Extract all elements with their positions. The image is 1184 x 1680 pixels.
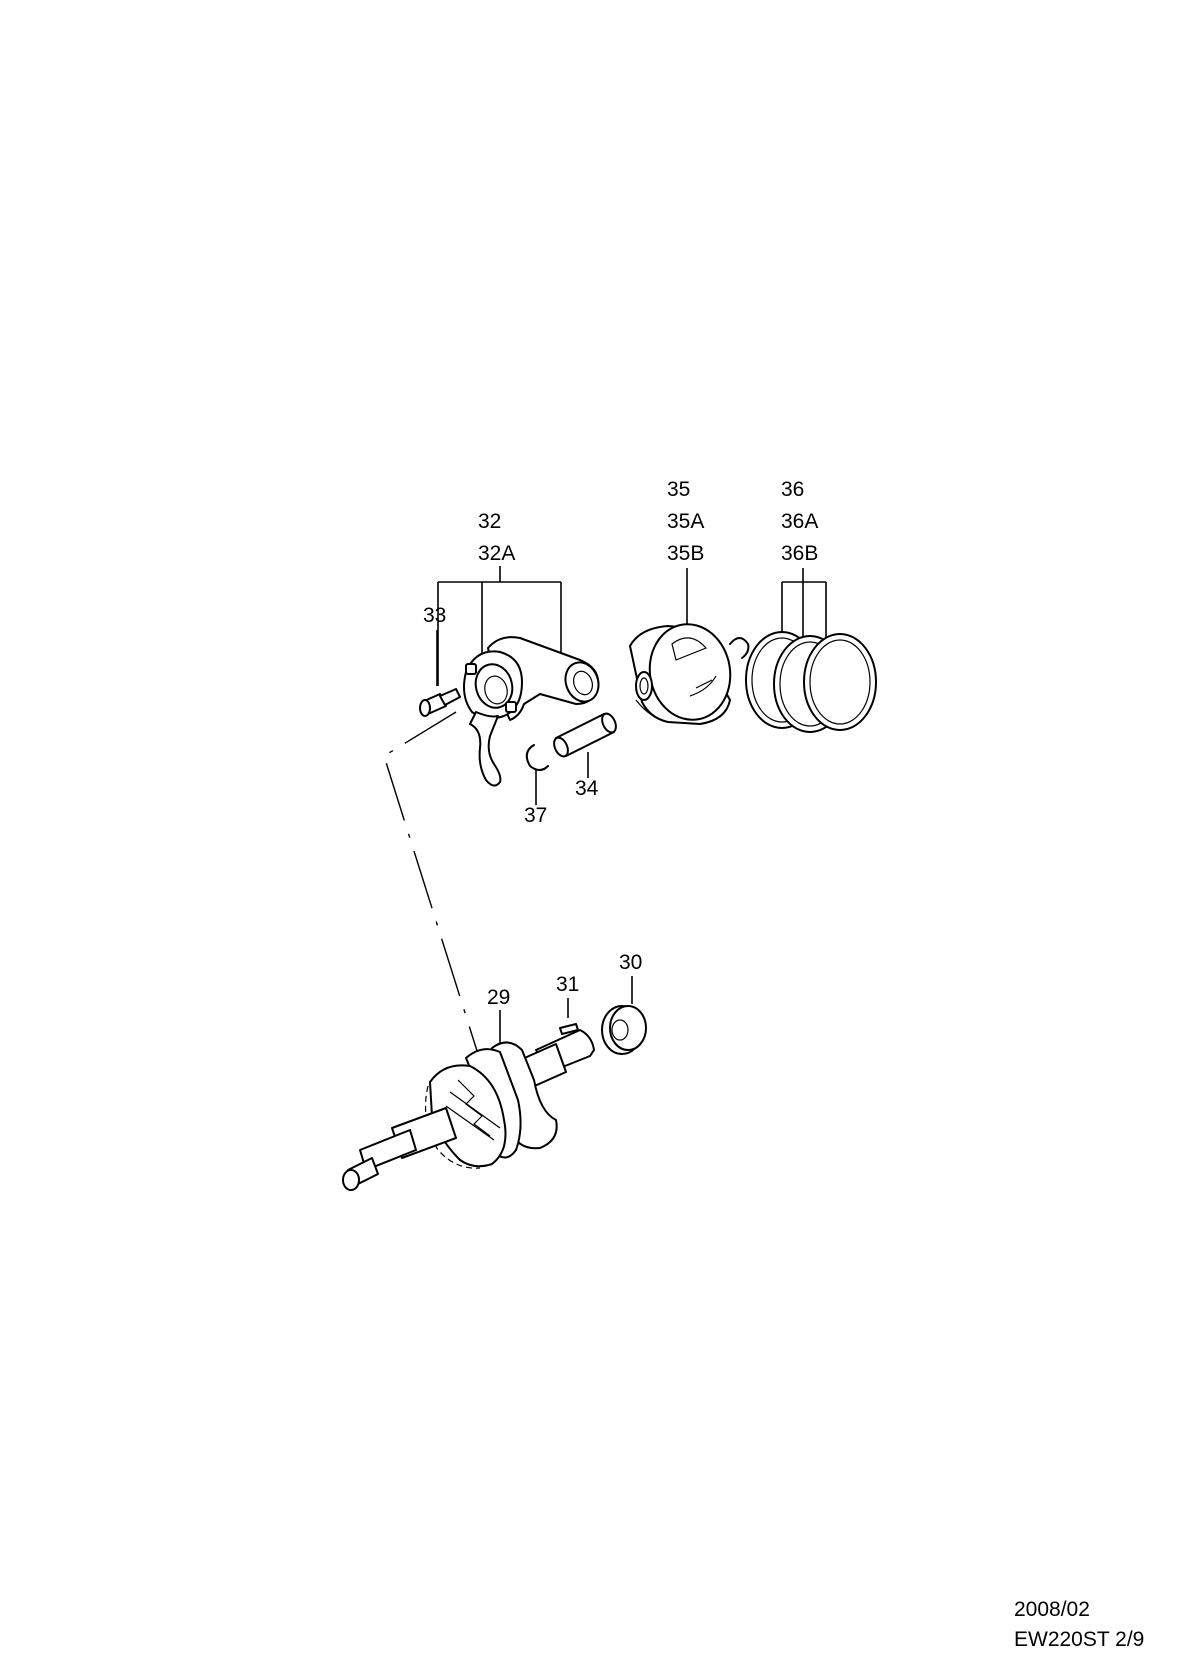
callout-35b: 35B	[667, 542, 704, 565]
part-32-connecting-rod	[463, 636, 600, 787]
callout-35a: 35A	[667, 510, 704, 533]
callout-32a: 32A	[478, 542, 515, 565]
callout-30: 30	[619, 951, 642, 974]
callout-36a: 36A	[781, 510, 818, 533]
callout-37: 37	[524, 804, 547, 827]
callout-33: 33	[423, 604, 446, 627]
part-36-piston-rings	[745, 631, 877, 733]
callout-36: 36	[781, 478, 804, 501]
callout-32: 32	[478, 510, 501, 533]
part-33-bolt	[419, 688, 461, 717]
footer-model-page: EW220ST 2/9	[1014, 1628, 1145, 1651]
callout-35: 35	[667, 478, 690, 501]
part-29-crankshaft	[342, 1029, 595, 1191]
callout-31: 31	[556, 973, 579, 996]
part-37-circlip	[525, 744, 549, 771]
callout-29: 29	[487, 986, 510, 1009]
piston-circlip	[729, 637, 750, 659]
callout-34: 34	[575, 777, 599, 800]
leader-lines	[383, 566, 827, 1055]
callout-36b: 36B	[781, 542, 818, 565]
footer-date: 2008/02	[1014, 1598, 1090, 1621]
part-34-piston-pin	[553, 712, 617, 758]
part-35-piston	[629, 623, 732, 725]
part-30-washer	[601, 1005, 647, 1055]
